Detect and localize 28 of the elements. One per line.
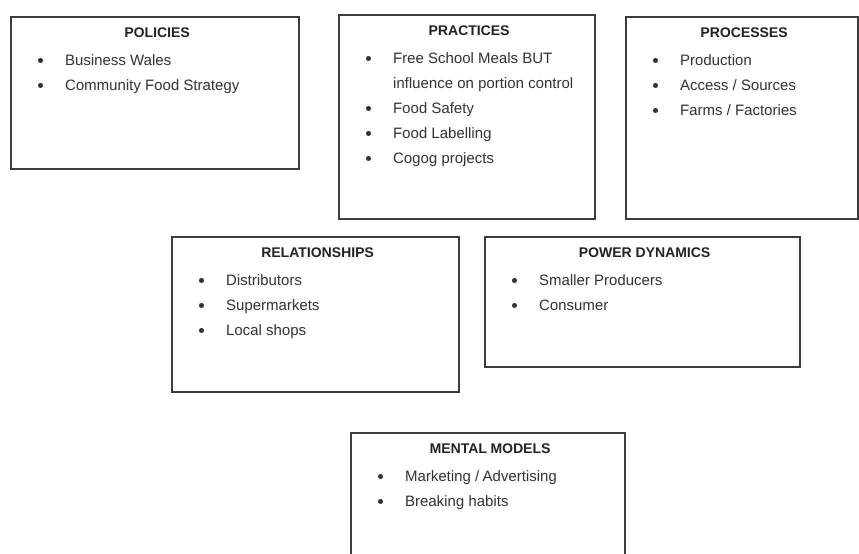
bullet-item: Access / Sources	[680, 76, 796, 96]
box-heading: PROCESSES	[699, 24, 789, 40]
bullet-item: Supermarkets	[226, 296, 320, 316]
bullet-item: Food Safety	[393, 99, 474, 119]
category-box	[338, 14, 596, 220]
category-box	[10, 16, 300, 170]
box-heading: MENTAL MODELS	[428, 440, 552, 456]
bullet-item: Breaking habits	[405, 492, 508, 512]
category-box	[171, 236, 460, 393]
category-box	[484, 236, 801, 368]
bullet-item: Local shops	[226, 321, 306, 341]
bullet-item: Community Food Strategy	[65, 76, 240, 96]
box-heading: RELATIONSHIPS	[260, 244, 375, 260]
bullet-item: Marketing / Advertising	[405, 467, 557, 487]
bullet-item: Smaller Producers	[539, 271, 662, 291]
bullet-item: Consumer	[539, 296, 608, 316]
bullet-item: Cogog projects	[393, 149, 494, 169]
box-heading: POLICIES	[123, 24, 191, 40]
box-heading: POWER DYNAMICS	[578, 244, 712, 260]
category-box	[350, 432, 626, 554]
box-heading: PRACTICES	[428, 22, 510, 38]
bullet-item: Production	[680, 51, 752, 71]
category-box	[625, 16, 859, 220]
bullet-item: Free School Meals BUT influence on portion control	[393, 49, 574, 94]
bullet-item: Business Wales	[65, 51, 172, 71]
bullet-item: Distributors	[226, 271, 302, 291]
bullet-item: Food Labelling	[393, 124, 492, 144]
bullet-item: Farms / Factories	[680, 101, 797, 121]
